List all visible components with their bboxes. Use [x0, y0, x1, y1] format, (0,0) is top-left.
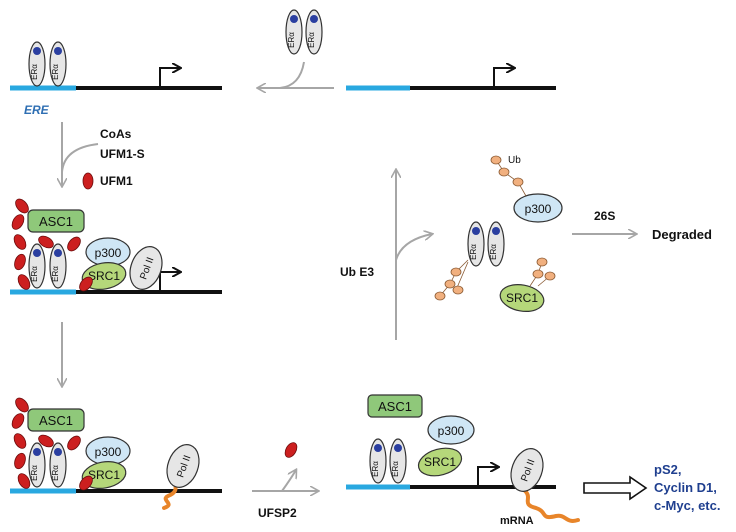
- pol2-protein: [510, 448, 544, 492]
- er-label: ERα: [51, 64, 60, 80]
- pol2-protein: [166, 444, 200, 488]
- p300-label: p300: [95, 445, 122, 459]
- p300-label: p300: [525, 202, 552, 216]
- er-label: ERα: [51, 465, 60, 481]
- free-er-dimer: ERα ERα: [285, 9, 323, 55]
- er-label: ERα: [371, 461, 380, 477]
- degraded-label: Degraded: [652, 227, 712, 242]
- er-label: ERα: [307, 32, 316, 48]
- ubiquitinated-complex: p300 Ub ERα ERα SRC1: [434, 155, 563, 312]
- er-label: ERα: [391, 461, 400, 477]
- asc1-label: ASC1: [378, 399, 412, 414]
- er-label: ERα: [30, 465, 39, 481]
- src1-label: SRC1: [506, 291, 538, 305]
- asc1-protein: [27, 408, 85, 432]
- src1-label: SRC1: [424, 455, 456, 469]
- p300-protein: [427, 415, 475, 445]
- er-label: ERα: [469, 244, 478, 260]
- er-label: ERα: [489, 244, 498, 260]
- proteasome-label: 26S: [594, 209, 615, 223]
- src1-label: SRC1: [88, 468, 120, 482]
- asc1-label: ASC1: [39, 214, 73, 229]
- panel-unbound-dna: [346, 68, 556, 91]
- panel-complex: p300 Pol II SRC1 ERα ERα ASC1: [9, 196, 222, 295]
- ufm1s-label: UFM1-S: [100, 147, 145, 161]
- ufm1-label: UFM1: [100, 174, 133, 188]
- target-gene-label: pS2,: [654, 462, 681, 477]
- ufsp2-release-arrow: [281, 470, 296, 492]
- asc1-protein: [27, 209, 85, 233]
- promoter-arrow: [159, 272, 180, 292]
- ere-label: ERE: [24, 103, 50, 117]
- promoter-arrow: [493, 68, 514, 88]
- ube3-branch-arrow: [395, 234, 432, 261]
- src1-protein: [81, 461, 127, 489]
- panel-active-transcription: ASC1 p300 SRC1 ERα ERα Pol II mRNA: [346, 394, 580, 527]
- p300-protein: [513, 193, 563, 223]
- outcome-arrow: [583, 475, 648, 501]
- target-genes: pS2, Cyclin D1, c-Myc, etc.: [654, 462, 720, 513]
- target-gene-label: c-Myc, etc.: [654, 498, 720, 513]
- panel-transcription-start: Pol II p300 SRC1 ERα ERα ASC1: [9, 395, 222, 510]
- target-gene-label: Cyclin D1,: [654, 480, 717, 495]
- pol2-protein: [129, 246, 163, 290]
- mrna-label: mRNA: [500, 515, 534, 527]
- er-label: ERα: [51, 266, 60, 282]
- er-dimer: ERα ERα: [28, 41, 67, 87]
- panel-er-binding: ERα ERα ERE: [10, 41, 222, 117]
- ub-label: Ub: [508, 155, 521, 166]
- ufm1-icon: [82, 172, 94, 190]
- asc1-protein: [367, 394, 423, 418]
- p300-label: p300: [438, 424, 465, 438]
- promoter-arrow: [477, 467, 498, 487]
- asc1-label: ASC1: [39, 413, 73, 428]
- ufsp2-label: UFSP2: [258, 506, 297, 520]
- er-label: ERα: [30, 266, 39, 282]
- src1-label: SRC1: [88, 269, 120, 283]
- er-label: ERα: [30, 64, 39, 80]
- mrna-strand: [522, 488, 580, 523]
- p300-label: p300: [95, 246, 122, 260]
- src1-protein: [81, 262, 127, 290]
- src1-protein: [499, 284, 545, 312]
- promoter-arrow: [159, 68, 180, 88]
- coas-curve: [61, 143, 99, 173]
- released-ufm1-icon: [282, 440, 300, 460]
- ube3-label: Ub E3: [340, 265, 374, 279]
- src1-protein: [417, 447, 463, 477]
- binding-arrow-curve: [279, 61, 305, 89]
- er-label: ERα: [287, 32, 296, 48]
- coas-label: CoAs: [100, 127, 132, 141]
